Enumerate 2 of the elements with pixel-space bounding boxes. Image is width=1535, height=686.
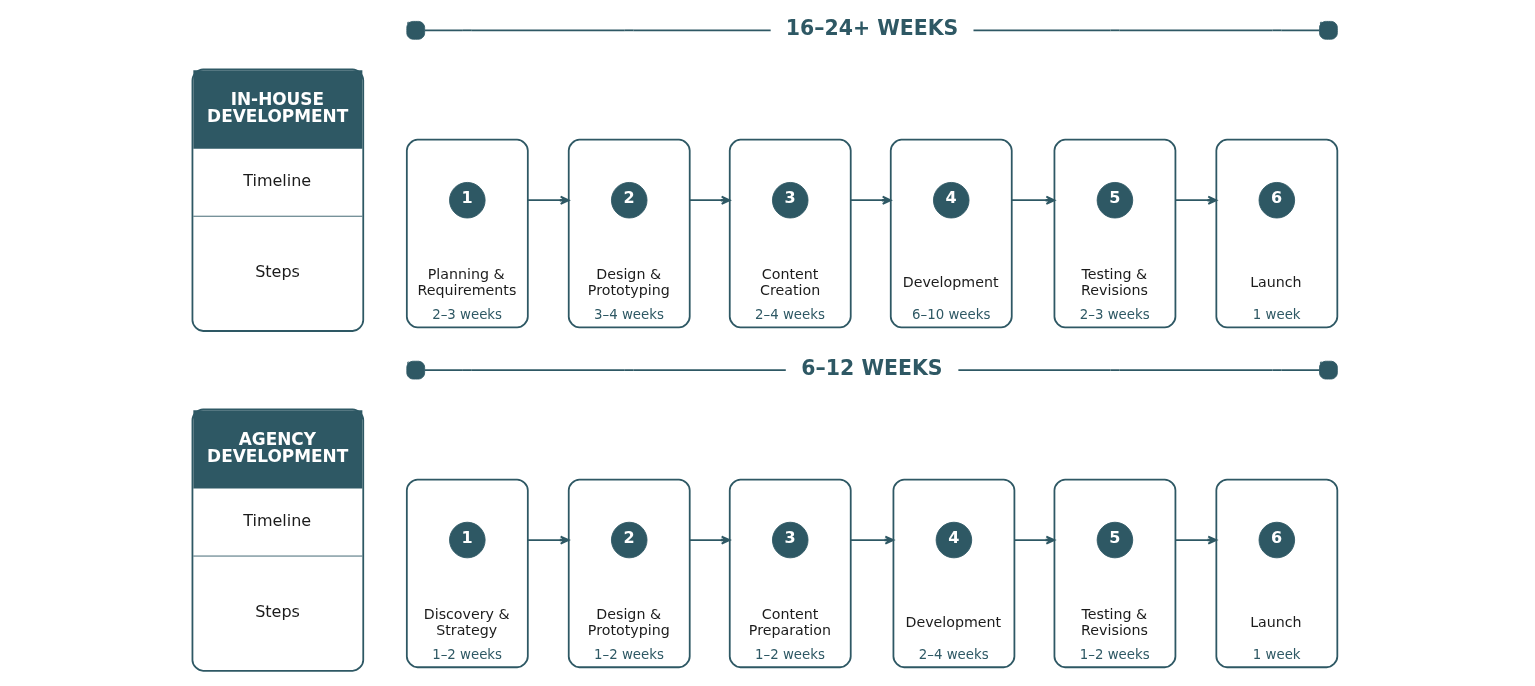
label: 6–12 WEEKS bbox=[800, 355, 942, 380]
label: 16–24+ WEEKS bbox=[785, 15, 958, 40]
